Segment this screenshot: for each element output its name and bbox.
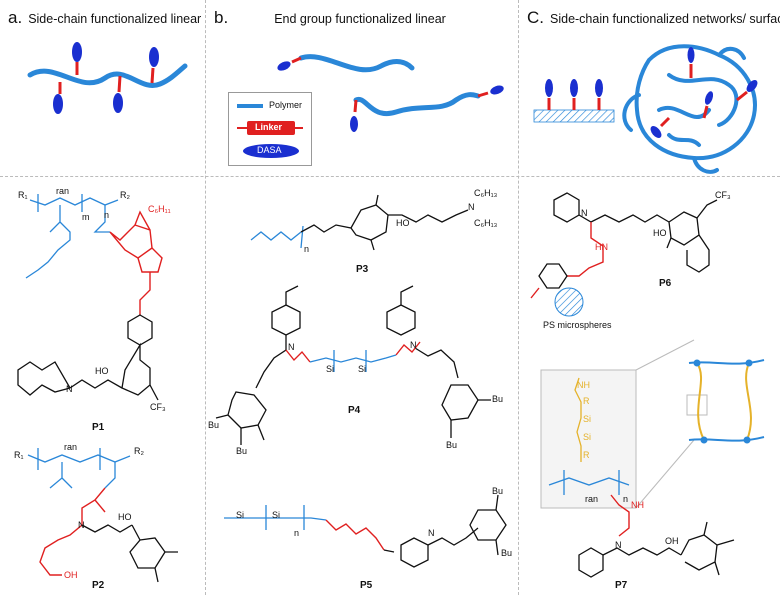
- p1-ho: HO: [95, 366, 109, 376]
- p4-si-1: Si: [326, 364, 335, 374]
- p7-ran: ran: [585, 494, 599, 504]
- p2-oh: OH: [64, 570, 78, 580]
- compound-p6: P6: [659, 278, 672, 289]
- panel-a: a.Side-chain functionalized linear: [0, 0, 205, 595]
- p7-si-2: Si: [583, 432, 592, 442]
- p3-c6h13-bottom: C₆H₁₃: [474, 218, 498, 228]
- p5-n-atom: N: [428, 528, 435, 538]
- compound-p5: P5: [360, 580, 373, 591]
- divider-horizontal: [0, 176, 780, 177]
- p6-hn: HN: [595, 242, 608, 252]
- panel-b: b.End group functionalized linear: [206, 0, 518, 595]
- panel-b-drawing: [215, 54, 507, 568]
- p7-r-2: R: [583, 450, 590, 460]
- panel-a-title: a.Side-chain functionalized linear: [8, 8, 202, 27]
- compound-p1: P1: [92, 422, 105, 433]
- p1-ran: ran: [56, 186, 70, 196]
- p5-bu-top: Bu: [492, 486, 504, 496]
- p4-bu-3: Bu: [492, 394, 504, 404]
- p3-n-atom: N: [468, 202, 475, 212]
- panel-a-drawing: [17, 42, 188, 583]
- p7-r-1: R: [583, 396, 590, 406]
- p3-c6h13-top: C₆H₁₃: [474, 188, 498, 198]
- p7-nh-top: NH: [577, 380, 590, 390]
- p7-nh-bottom: NH: [631, 500, 644, 510]
- p2-r2: R₂: [134, 446, 144, 456]
- panel-b-title: b.End group functionalized linear: [214, 8, 446, 27]
- p5-n-sub: n: [294, 528, 300, 538]
- p2-ho: HO: [118, 512, 132, 522]
- p5-bu-bottom: Bu: [501, 548, 513, 558]
- p4-n-right: N: [410, 340, 417, 350]
- p4-bu-1: Bu: [208, 420, 220, 430]
- divider-ab: [205, 0, 206, 595]
- p5-si-2: Si: [272, 510, 281, 520]
- p1-m: m: [82, 212, 90, 222]
- compound-p7: P7: [615, 580, 628, 591]
- p3-ho: HO: [396, 218, 410, 228]
- p2-r1: R₁: [14, 450, 24, 460]
- compound-p2: P2: [92, 580, 105, 591]
- p7-oh: OH: [665, 536, 679, 546]
- p1-r1: R₁: [18, 190, 28, 200]
- p1-n-atom: N: [66, 384, 73, 394]
- panel-c: C.Side-chain functionalized networks/ su…: [519, 0, 780, 595]
- panel-c-drawing: [530, 44, 765, 578]
- p6-n-atom: N: [581, 208, 588, 218]
- p1-n: n: [104, 210, 110, 220]
- p4-si-2: Si: [358, 364, 367, 374]
- compound-p3: P3: [356, 264, 369, 275]
- legend-box: Polymer Linker DASA: [228, 92, 312, 166]
- p2-ran: ran: [64, 442, 78, 452]
- p7-n-atom: N: [615, 540, 622, 550]
- divider-bc: [518, 0, 519, 595]
- p4-n-left: N: [288, 342, 295, 352]
- p1-r2: R₂: [120, 190, 130, 200]
- p7-n-sub: n: [623, 494, 629, 504]
- p5-si-1: Si: [236, 510, 245, 520]
- compound-p4: P4: [348, 405, 361, 416]
- p6-cf3: CF₃: [715, 190, 731, 200]
- ps-microspheres-label: PS microspheres: [543, 320, 612, 330]
- p1-cf3: CF₃: [150, 402, 166, 412]
- p7-si-1: Si: [583, 414, 592, 424]
- p4-bu-2: Bu: [236, 446, 248, 456]
- p2-n-atom: N: [78, 520, 85, 530]
- panel-c-title: C.Side-chain functionalized networks/ su…: [527, 8, 780, 27]
- p4-bu-4: Bu: [446, 440, 458, 450]
- p1-c6h11: C₆H₁₁: [148, 204, 171, 214]
- p3-n: n: [304, 244, 310, 254]
- p6-ho: HO: [653, 228, 667, 238]
